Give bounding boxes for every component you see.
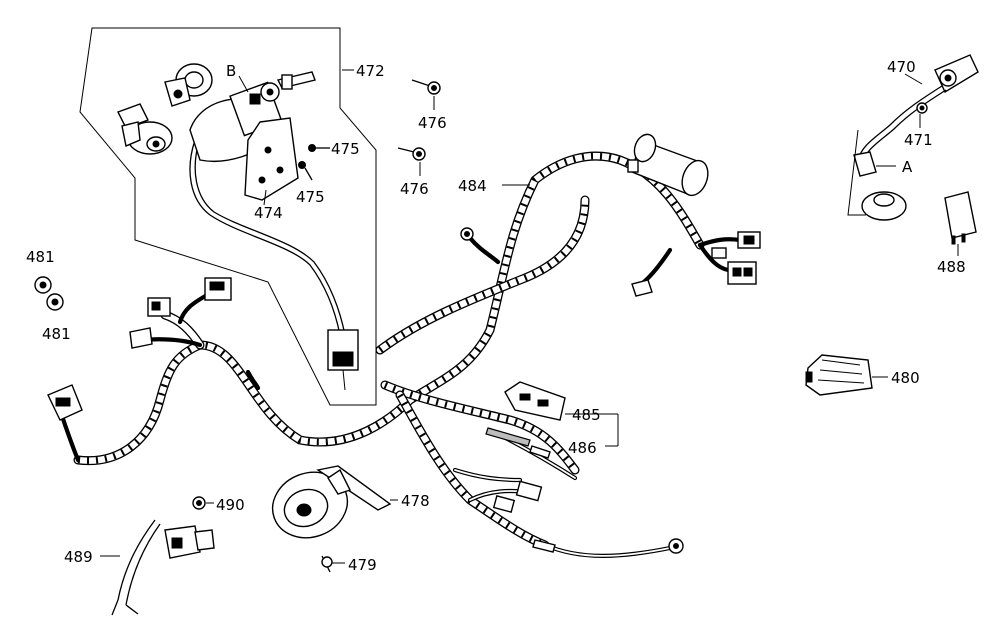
starter-relay-489 <box>111 519 215 616</box>
callout-472: 472 <box>356 62 385 80</box>
callout-470: 470 <box>887 58 916 76</box>
callout-a: A <box>902 158 913 176</box>
ground-terminal-upper <box>460 227 474 241</box>
ignition-group-outline <box>79 27 377 406</box>
callout-474: 474 <box>254 204 283 222</box>
callout-labels: 472 B 475 475 474 476 476 484 470 471 A … <box>26 58 966 574</box>
callout-475-upper: 475 <box>331 140 360 158</box>
callout-b: B <box>226 62 236 80</box>
leader-lines <box>100 69 959 564</box>
coil-canister <box>627 133 709 197</box>
side-stand-switch-assembly <box>847 54 979 221</box>
harness-connectors-right <box>631 231 761 297</box>
callout-481-lower: 481 <box>42 325 71 343</box>
main-wiring-harness <box>73 151 705 550</box>
bolt-476-parts <box>397 79 441 161</box>
bolt-479 <box>321 555 333 573</box>
nut-481-parts <box>34 276 64 311</box>
fuse-486 <box>529 445 551 459</box>
callout-480: 480 <box>891 369 920 387</box>
callout-481-upper: 481 <box>26 248 55 266</box>
callout-484: 484 <box>458 177 487 195</box>
horn-478 <box>271 465 392 539</box>
fuse-holder-485 <box>485 381 566 447</box>
callout-471: 471 <box>904 131 933 149</box>
harness-connectors-lower <box>492 480 684 554</box>
lock-cylinder-parts <box>117 63 213 155</box>
callout-476-upper: 476 <box>418 114 447 132</box>
callout-486: 486 <box>568 439 597 457</box>
callout-476-lower: 476 <box>400 180 429 198</box>
callout-488: 488 <box>937 258 966 276</box>
callout-490: 490 <box>216 496 245 514</box>
callout-475-lower: 475 <box>296 188 325 206</box>
callout-479: 479 <box>348 556 377 574</box>
callout-489: 489 <box>64 548 93 566</box>
ignition-switch-assembly <box>189 71 359 391</box>
callout-478: 478 <box>401 492 430 510</box>
nut-490 <box>192 496 206 510</box>
relay-488 <box>944 191 977 245</box>
screw-475-parts <box>298 144 330 181</box>
regulator-rectifier-480 <box>805 354 873 396</box>
callout-485: 485 <box>572 406 601 424</box>
harness-connectors-left <box>47 277 232 421</box>
